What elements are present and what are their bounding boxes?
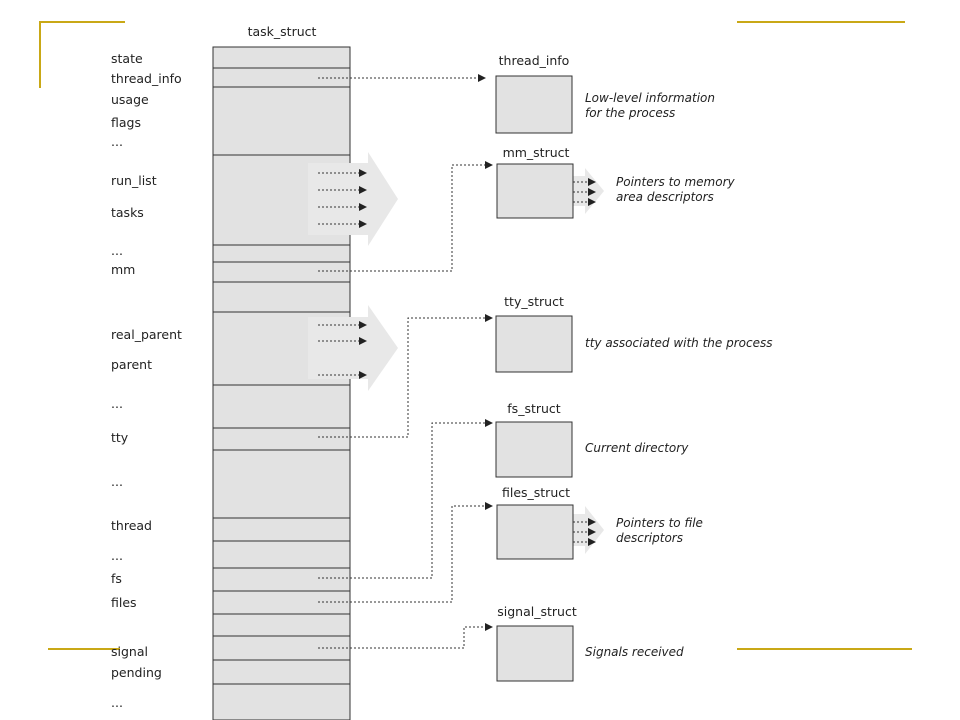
task-struct-cell: [212, 244, 351, 263]
task-struct-cell: [212, 427, 351, 451]
connector-tty: [318, 314, 493, 438]
field-label: ...: [111, 396, 123, 411]
task-struct-cell: [212, 635, 351, 661]
signal-struct-desc: Signals received: [585, 645, 684, 659]
signal-struct-box: [496, 625, 574, 682]
task-struct-cell: [212, 261, 351, 283]
field-label: tty: [111, 430, 129, 445]
thread-info-desc-1: Low-level information: [585, 91, 715, 105]
fs-struct-desc: Current directory: [585, 441, 689, 455]
slide-decoration: [39, 21, 912, 650]
field-label: files: [111, 595, 137, 610]
field-label: parent: [111, 357, 152, 372]
struct-mm: mm_struct Pointers to memory area descri…: [496, 145, 736, 219]
task-struct-cell: [212, 613, 351, 637]
task-struct-cell: [212, 540, 351, 569]
field-label: ...: [111, 474, 123, 489]
fan-arrow-run-list: [308, 152, 398, 246]
task-struct-cell: [212, 567, 351, 592]
field-label: thread: [111, 518, 152, 533]
thread-info-title: thread_info: [499, 53, 570, 68]
field-label: mm: [111, 262, 135, 277]
mm-struct-desc-1: Pointers to memory: [616, 175, 736, 189]
struct-thread-info: thread_info Low-level information for th…: [495, 53, 715, 134]
connector-signal: [318, 623, 493, 649]
task-struct-cell: [212, 449, 351, 519]
mm-struct-box: [496, 163, 574, 219]
struct-signal: signal_struct Signals received: [496, 604, 684, 682]
task-struct-cell: [212, 384, 351, 429]
mm-struct-title: mm_struct: [503, 145, 570, 160]
field-label: state: [111, 51, 143, 66]
field-label: real_parent: [111, 327, 182, 342]
tty-struct-desc: tty associated with the process: [585, 336, 773, 350]
fs-struct-box: [495, 421, 573, 478]
struct-files: files_struct Pointers to file descriptor…: [496, 485, 703, 560]
thread-info-desc-2: for the process: [585, 106, 675, 120]
field-label: ...: [111, 695, 123, 710]
field-label: ...: [111, 134, 123, 149]
thread-info-box: [495, 75, 573, 134]
files-struct-title: files_struct: [502, 485, 570, 500]
task-struct-title: task_struct: [248, 24, 317, 39]
connector-files: [318, 502, 493, 603]
short-arrows: [318, 169, 596, 546]
task-struct-cell: [212, 46, 351, 69]
mm-struct-desc-2: area descriptors: [616, 190, 714, 204]
fs-struct-title: fs_struct: [507, 401, 561, 416]
struct-fs: fs_struct Current directory: [495, 401, 689, 478]
field-label: usage: [111, 92, 149, 107]
pointer-connectors: [318, 74, 493, 649]
field-label: ...: [111, 548, 123, 563]
signal-struct-title: signal_struct: [497, 604, 577, 619]
field-label: fs: [111, 571, 122, 586]
field-label: tasks: [111, 205, 144, 220]
task-struct-cell: [212, 86, 351, 156]
connector-mm: [318, 161, 493, 272]
task-struct-cell: [212, 67, 351, 88]
field-label: signal: [111, 644, 148, 659]
fan-arrow-parents: [308, 305, 398, 391]
files-struct-desc-1: Pointers to file: [616, 516, 703, 530]
task-struct-cell: [212, 659, 351, 685]
top-left-rule: [39, 21, 125, 88]
task-struct-table: [212, 46, 351, 720]
field-label: run_list: [111, 173, 157, 188]
task-struct-cell: [212, 517, 351, 542]
tty-struct-title: tty_struct: [504, 294, 564, 309]
field-label: flags: [111, 115, 141, 130]
task-struct-cell: [212, 683, 351, 720]
files-struct-box: [496, 504, 574, 560]
connector-fs: [318, 419, 493, 579]
field-label: pending: [111, 665, 162, 680]
field-label: thread_info: [111, 71, 182, 86]
field-label: ...: [111, 243, 123, 258]
task-struct-cell: [212, 590, 351, 615]
task-struct-cell: [212, 281, 351, 313]
files-struct-desc-2: descriptors: [616, 531, 683, 545]
tty-struct-box: [495, 315, 573, 373]
struct-tty: tty_struct tty associated with the proce…: [495, 294, 773, 373]
